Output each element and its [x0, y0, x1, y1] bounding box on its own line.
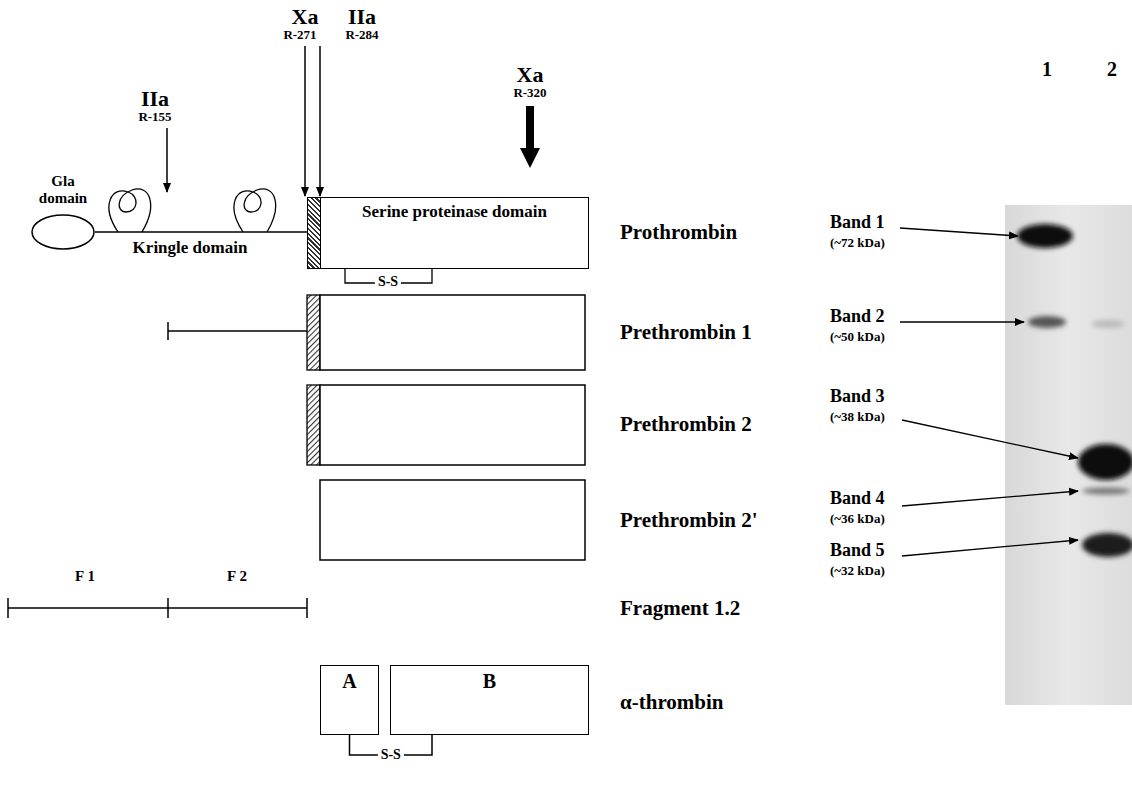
enzyme-label: IIa [141, 86, 169, 111]
cleavage-arrow [319, 46, 321, 196]
prethrombin-box [320, 385, 585, 465]
ellipse-outline [31, 214, 95, 250]
a-chain-box: A [320, 665, 379, 735]
band-label: Band 1 [830, 212, 885, 233]
fragment-tick [167, 598, 169, 618]
kringle-symbol [234, 189, 276, 232]
gla-domain-ellipse: Gla domain [31, 214, 95, 250]
node-label: B [391, 666, 588, 693]
prethrombin-box [320, 480, 585, 560]
fragment-tick [7, 598, 9, 618]
band-pointer [900, 228, 1018, 236]
residue-label: R-271 [283, 28, 316, 43]
band-mass: (~50 kDa) [830, 330, 885, 345]
lane-number: 1 [1042, 58, 1052, 81]
lane-number: 2 [1107, 58, 1117, 81]
fragment-line [8, 607, 307, 609]
species-name: Prethrombin 1 [620, 320, 752, 344]
species-name: Fragment 1.2 [620, 596, 740, 620]
band-pointer [902, 491, 1078, 506]
node-label: Gla domain [31, 173, 95, 206]
species-name: Prethrombin 2 [620, 412, 752, 436]
cleavage-arrow [520, 106, 540, 168]
gel-bands [1017, 224, 1132, 557]
band-pointer [902, 420, 1078, 458]
enzyme-label: IIa [348, 4, 376, 29]
band-label: Band 2 [830, 306, 885, 327]
enzyme-label: Xa [517, 62, 544, 87]
kringle-line [95, 231, 307, 233]
kringle-symbol [109, 189, 151, 232]
fragment-label: F 1 [75, 568, 95, 585]
cleavage-arrow [166, 128, 168, 192]
band-label: Band 4 [830, 488, 885, 509]
node-label: Serine proteinase domain [321, 198, 588, 222]
ellipse-shape [32, 215, 94, 249]
species-name: Prothrombin [620, 220, 737, 244]
hatched-segment [307, 295, 320, 370]
band-label: Band 5 [830, 540, 885, 561]
kringle-line [168, 330, 307, 332]
serine-proteinase-box: Serine proteinase domain [307, 197, 589, 269]
species-name: α-thrombin [620, 690, 724, 714]
prethrombin-box [320, 295, 585, 370]
band-mass: (~72 kDa) [830, 236, 885, 251]
band-mass: (~38 kDa) [830, 410, 885, 425]
node-label: A [321, 666, 378, 693]
enzyme-label: Xa [292, 4, 319, 29]
fragment-label: F 2 [227, 568, 247, 585]
fragment-tick [306, 598, 308, 618]
cleavage-arrow [304, 46, 306, 196]
b-chain-box: B [390, 665, 589, 735]
edge-label: S-S [378, 747, 404, 763]
residue-label: R-155 [138, 110, 171, 125]
disulfide-label: S-S [375, 274, 401, 290]
domain-label: Kringle domain [133, 238, 248, 258]
band-mass: (~36 kDa) [830, 512, 885, 527]
species-name: Prethrombin 2' [620, 508, 757, 532]
band-mass: (~32 kDa) [830, 564, 885, 579]
residue-label: R-320 [513, 86, 546, 101]
band-pointer [902, 540, 1078, 556]
residue-label: R-284 [345, 28, 378, 43]
band-pointer [900, 321, 1024, 322]
hatched-segment [308, 198, 321, 268]
band-label: Band 3 [830, 386, 885, 407]
hatched-segment [307, 385, 320, 465]
